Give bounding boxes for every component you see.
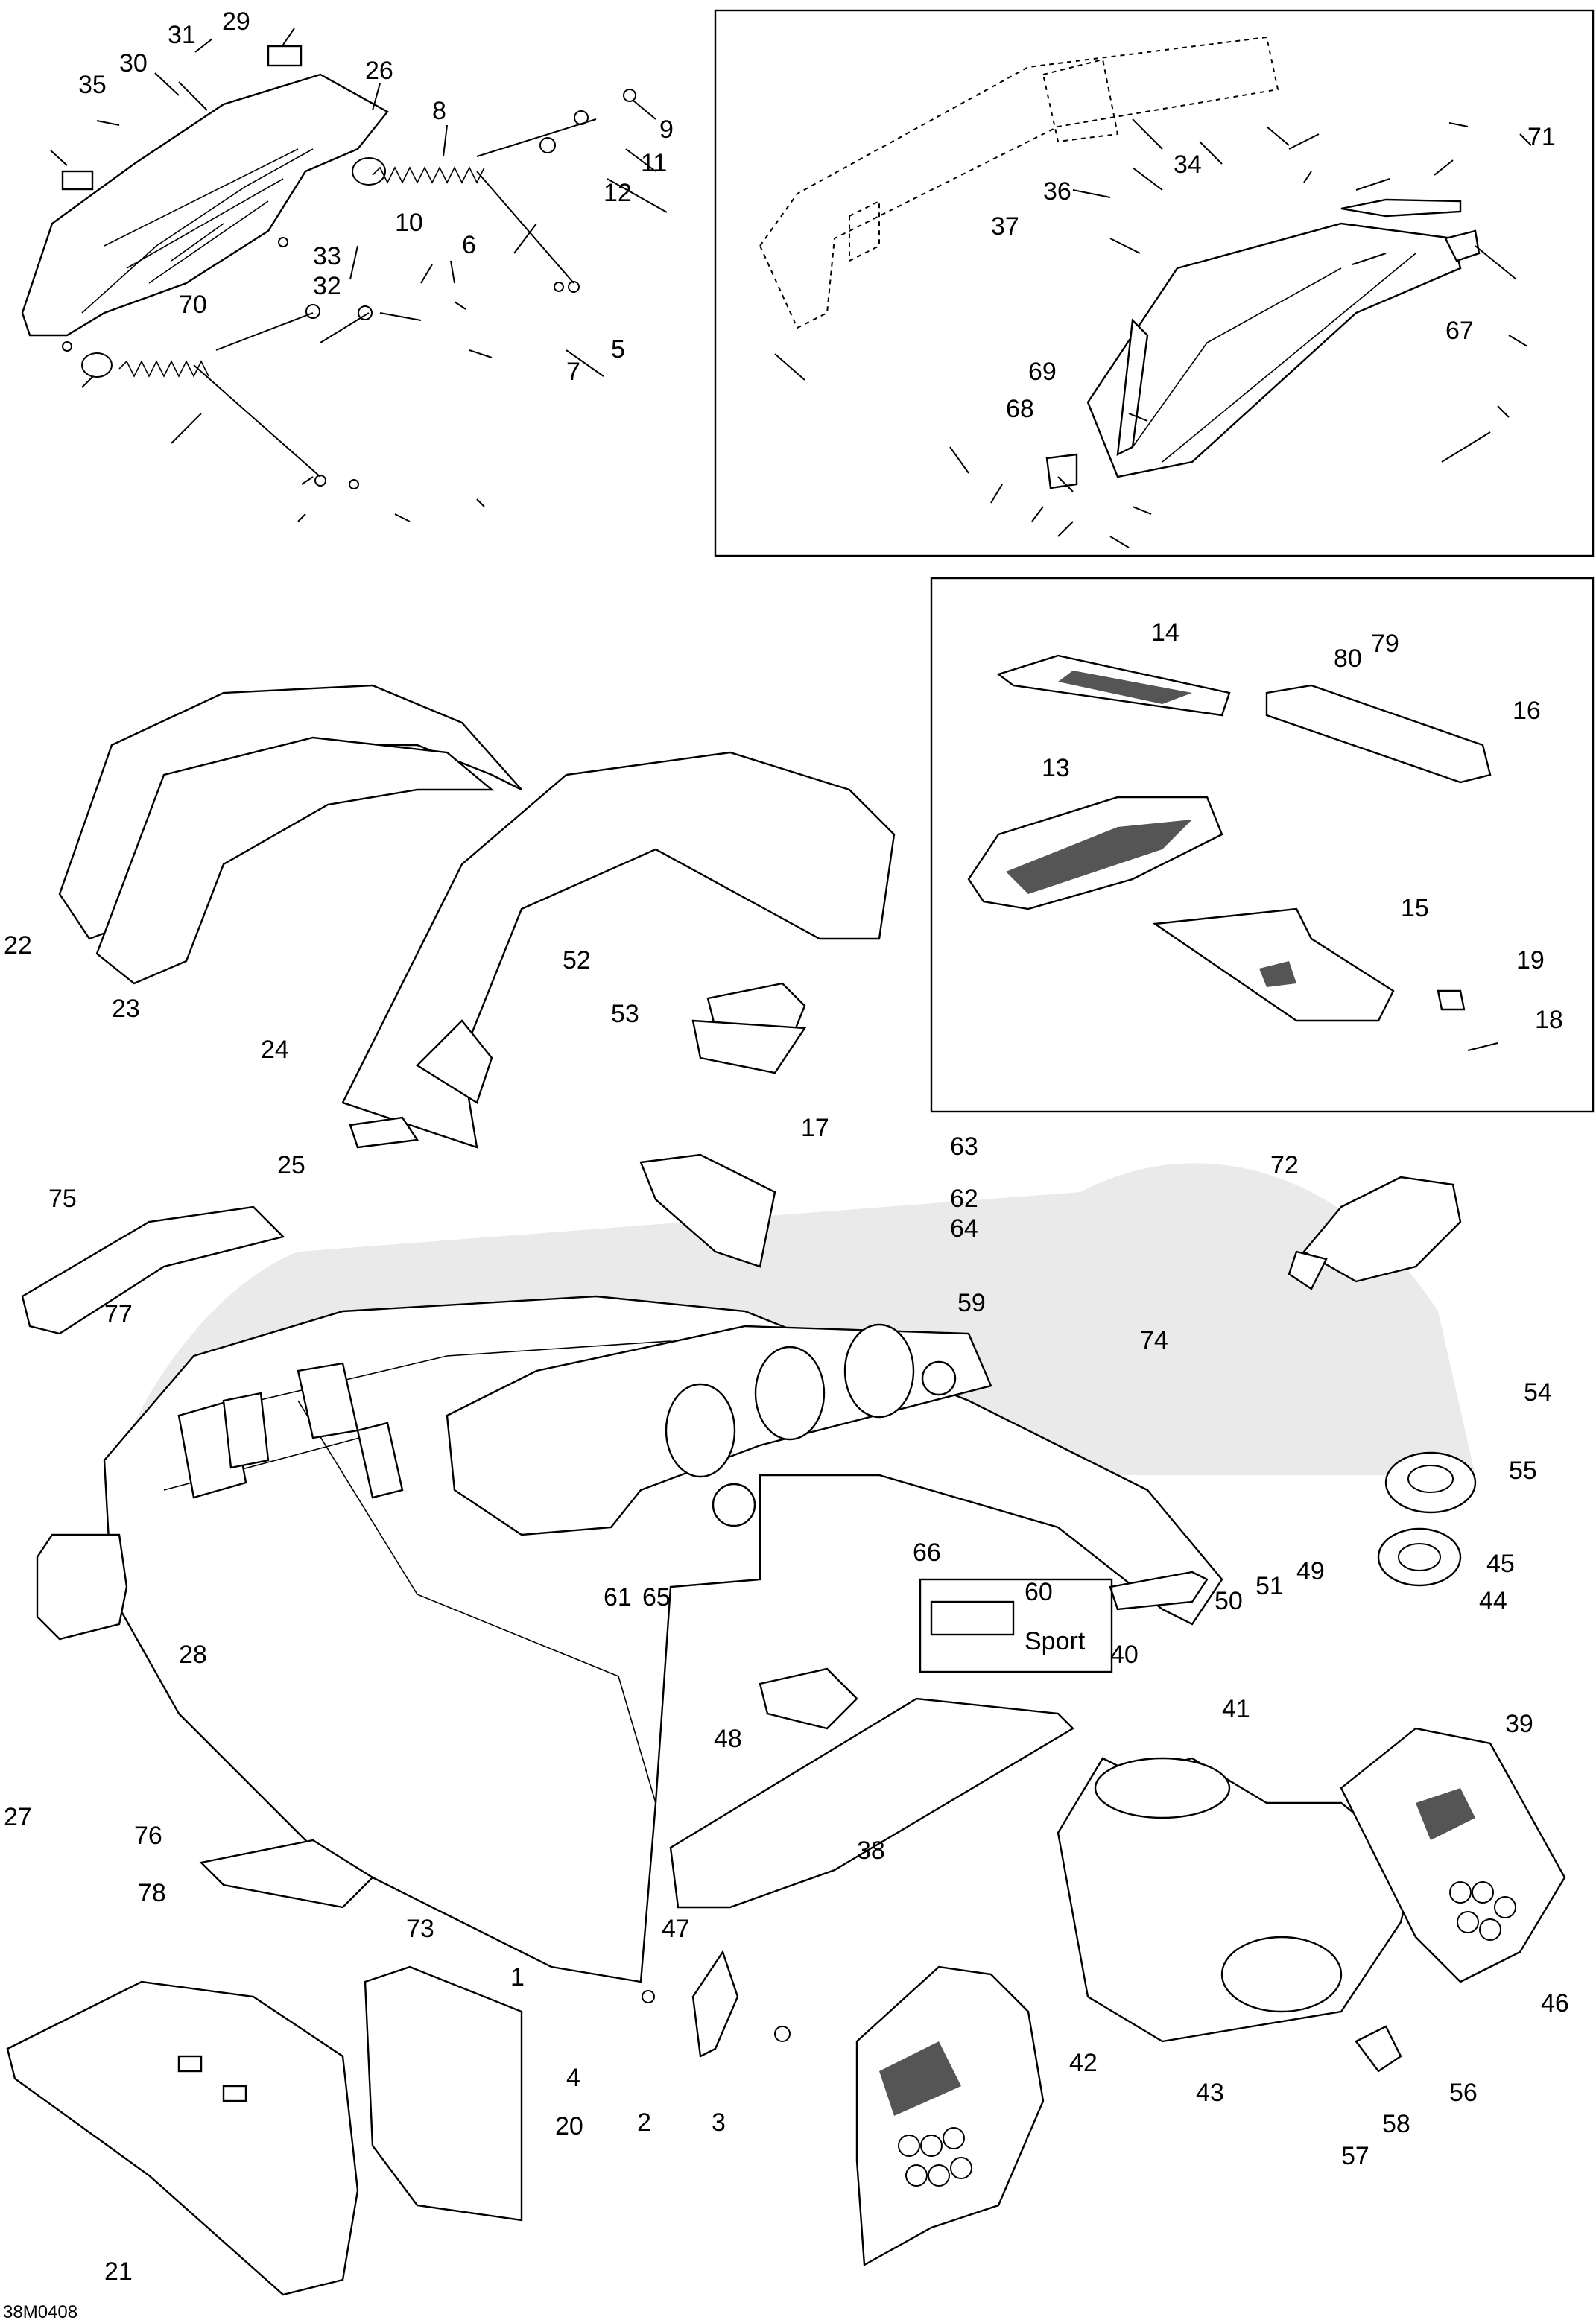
callout-26: 26 — [365, 57, 393, 85]
callout-9: 9 — [659, 115, 674, 144]
callout-34: 34 — [1174, 150, 1202, 179]
callout-16: 16 — [1513, 697, 1541, 725]
callout-66: 66 — [913, 1538, 941, 1567]
callout-51: 51 — [1255, 1572, 1284, 1600]
callout-29: 29 — [222, 7, 250, 36]
callout-20: 20 — [555, 2112, 583, 2140]
callout-35: 35 — [78, 71, 107, 99]
callout-6: 6 — [462, 231, 476, 259]
leader-lines — [50, 28, 1532, 548]
callout-77: 77 — [104, 1300, 133, 1328]
inset-frame-rear-assembly — [714, 9, 1595, 557]
callout-12: 12 — [604, 179, 632, 207]
callout-5: 5 — [611, 335, 625, 364]
lower-right-parts — [669, 1176, 1566, 2266]
callout-75: 75 — [48, 1185, 77, 1213]
callout-10: 10 — [395, 209, 423, 237]
inset-frame-vent-assembly — [930, 577, 1595, 1113]
callout-65: 65 — [642, 1583, 671, 1611]
callout-72: 72 — [1270, 1151, 1299, 1179]
callout-2: 2 — [637, 2108, 651, 2137]
badge-text: Sport — [1025, 1627, 1086, 1655]
callout-23: 23 — [112, 995, 140, 1023]
callout-54: 54 — [1524, 1378, 1552, 1407]
callout-40: 40 — [1110, 1641, 1139, 1669]
callout-17: 17 — [801, 1114, 829, 1142]
callout-78: 78 — [138, 1879, 166, 1907]
rear-frame-dashed — [759, 36, 1481, 489]
callout-8: 8 — [432, 97, 446, 125]
callout-22: 22 — [4, 931, 32, 960]
vent-assembly — [967, 654, 1498, 1051]
callout-3: 3 — [712, 2108, 726, 2137]
callout-43: 43 — [1196, 2079, 1224, 2107]
callout-30: 30 — [119, 49, 148, 77]
callout-44: 44 — [1479, 1587, 1507, 1615]
callout-68: 68 — [1006, 395, 1034, 423]
callout-53: 53 — [611, 1000, 639, 1028]
callout-31: 31 — [168, 21, 196, 49]
callout-62: 62 — [950, 1185, 978, 1213]
callout-1: 1 — [510, 1963, 525, 1991]
callout-42: 42 — [1069, 2049, 1098, 2077]
callout-48: 48 — [714, 1725, 742, 1753]
callout-60: 60 — [1025, 1578, 1053, 1606]
callout-52: 52 — [563, 946, 591, 974]
callout-79: 79 — [1371, 630, 1399, 658]
callout-71: 71 — [1527, 123, 1556, 151]
callout-50: 50 — [1215, 1587, 1243, 1615]
callout-67: 67 — [1445, 317, 1474, 345]
callout-39: 39 — [1505, 1710, 1533, 1738]
body-panels — [21, 684, 1223, 1983]
callout-58: 58 — [1382, 2110, 1410, 2138]
callout-28: 28 — [179, 1641, 207, 1669]
callout-46: 46 — [1541, 1989, 1569, 2018]
callout-63: 63 — [950, 1132, 978, 1161]
callout-33: 33 — [313, 242, 341, 270]
callout-76: 76 — [134, 1822, 162, 1850]
callout-56: 56 — [1449, 2079, 1478, 2107]
callout-55: 55 — [1509, 1457, 1537, 1485]
rear-frame-assembly — [21, 45, 636, 489]
callout-47: 47 — [662, 1915, 690, 1943]
callout-27: 27 — [4, 1803, 32, 1831]
callout-37: 37 — [991, 212, 1019, 241]
badge-box — [919, 1578, 1113, 1673]
callout-73: 73 — [406, 1915, 434, 1943]
callout-7: 7 — [566, 358, 580, 386]
callout-74: 74 — [1140, 1326, 1168, 1354]
callout-70: 70 — [179, 291, 207, 319]
callout-21: 21 — [104, 2257, 133, 2286]
callout-41: 41 — [1222, 1695, 1250, 1723]
callout-25: 25 — [277, 1151, 305, 1179]
callout-64: 64 — [950, 1214, 978, 1243]
callout-57: 57 — [1341, 2142, 1369, 2170]
callout-61: 61 — [604, 1583, 632, 1611]
badge-bar — [930, 1600, 1015, 1636]
callout-32: 32 — [313, 272, 341, 300]
callout-38: 38 — [857, 1836, 885, 1865]
callout-4: 4 — [566, 2064, 580, 2092]
callout-24: 24 — [261, 1036, 289, 1064]
callout-69: 69 — [1028, 358, 1057, 386]
callout-49: 49 — [1296, 1557, 1325, 1585]
callout-45: 45 — [1486, 1550, 1515, 1578]
callout-19: 19 — [1516, 946, 1545, 974]
figure-code: 38M0408 — [3, 2302, 78, 2322]
callout-11: 11 — [641, 149, 667, 177]
callout-18: 18 — [1535, 1006, 1563, 1034]
callout-13: 13 — [1042, 754, 1070, 782]
lower-left-parts — [6, 1533, 791, 2296]
callout-15: 15 — [1401, 894, 1429, 922]
callout-36: 36 — [1043, 177, 1071, 206]
callout-14: 14 — [1151, 618, 1179, 647]
callout-80: 80 — [1334, 644, 1362, 673]
callout-labels: 1 2 3 4 5 6 7 8 9 10 11 12 13 14 15 16 1… — [4, 7, 1569, 2286]
callout-59: 59 — [957, 1289, 986, 1317]
